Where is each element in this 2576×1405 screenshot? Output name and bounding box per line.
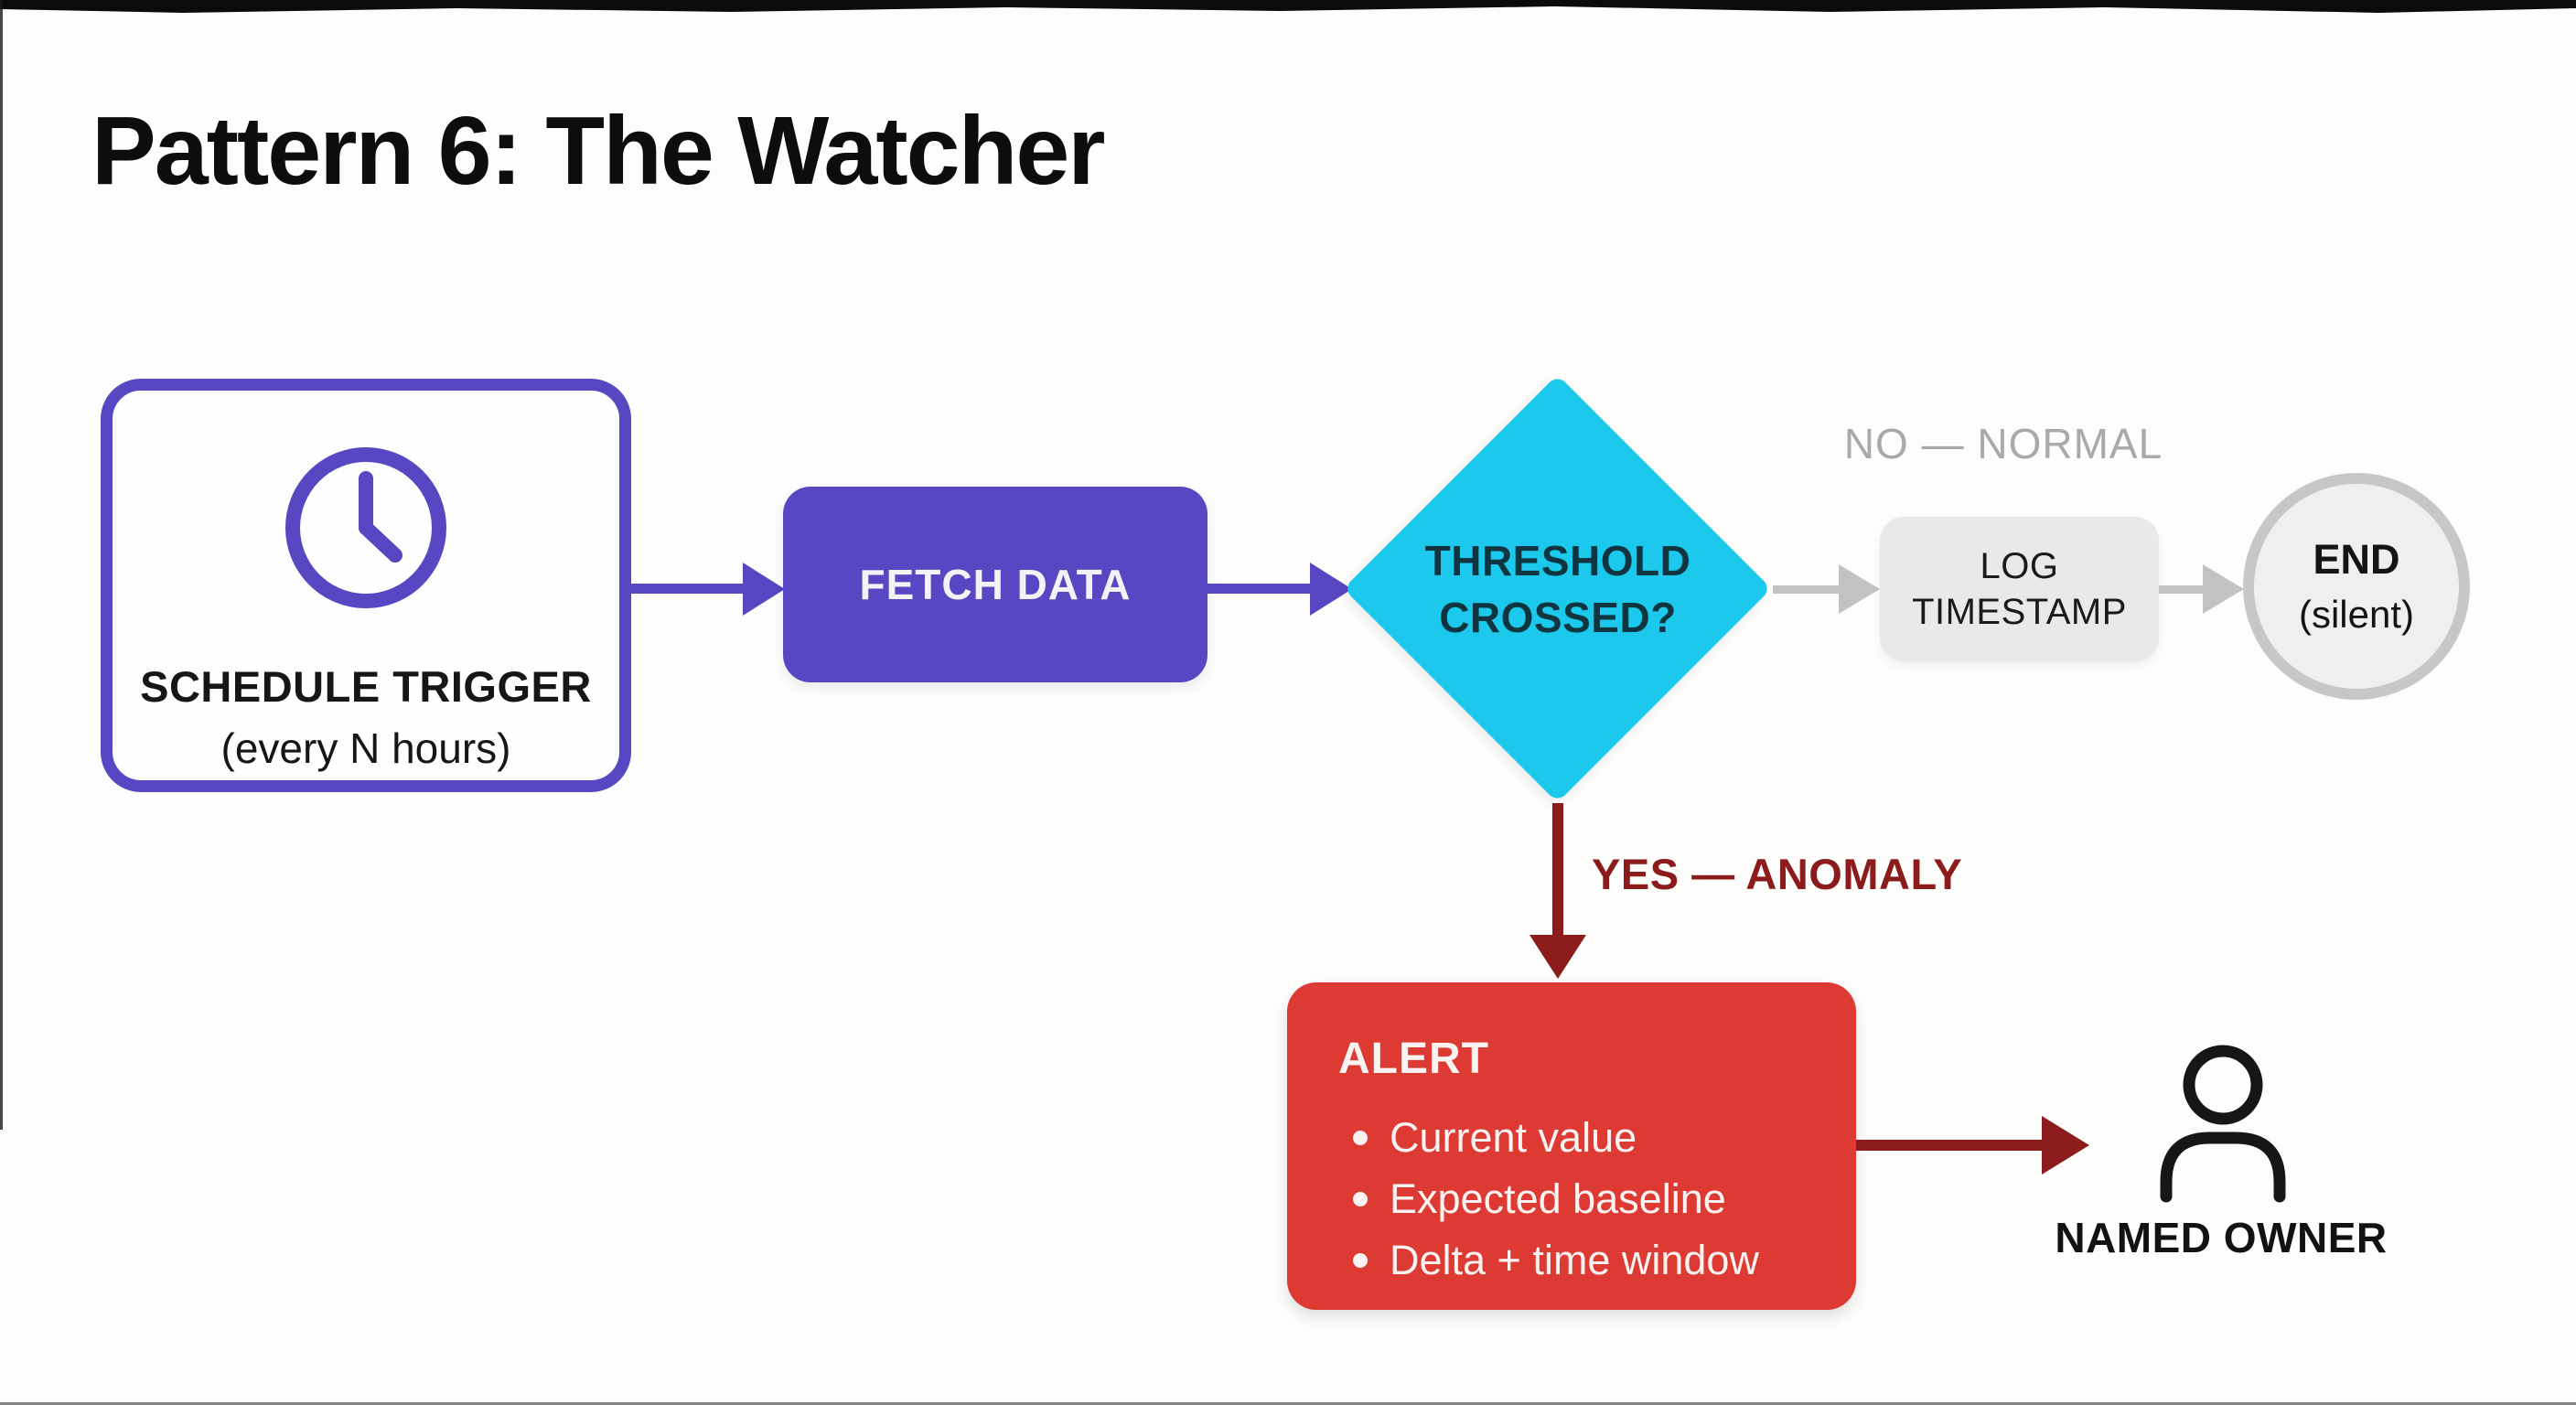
page-title: Pattern 6: The Watcher bbox=[91, 97, 1106, 205]
schedule-label-block: SCHEDULE TRIGGER (every N hours) bbox=[113, 661, 619, 773]
bottom-black-edge bbox=[0, 1402, 2576, 1405]
decision-label-line1: THRESHOLD bbox=[1424, 537, 1691, 585]
arrow-decision-to-alert-head bbox=[1530, 935, 1586, 979]
arrow-decision-to-alert-line bbox=[1552, 803, 1563, 937]
schedule-sublabel: (every N hours) bbox=[220, 724, 511, 772]
arrow-schedule-to-fetch-head bbox=[743, 563, 785, 616]
alert-bullet-item: Expected baseline bbox=[1347, 1168, 1759, 1229]
arrow-log-to-end-head bbox=[2203, 564, 2244, 614]
decision-label-block: THRESHOLD CROSSED? bbox=[1375, 532, 1741, 646]
alert-title: ALERT bbox=[1338, 1035, 1489, 1083]
arrow-decision-to-log-head bbox=[1839, 564, 1880, 614]
person-icon bbox=[2160, 1045, 2286, 1203]
fetch-label: FETCH DATA bbox=[859, 561, 1132, 608]
arrow-fetch-to-decision-head bbox=[1310, 563, 1352, 616]
end-label: END bbox=[2313, 536, 2400, 583]
arrow-log-to-end-line bbox=[2159, 585, 2205, 594]
arrow-alert-to-owner-line bbox=[1856, 1140, 2044, 1151]
left-black-edge bbox=[0, 0, 3, 1130]
clock-icon bbox=[285, 447, 446, 608]
alert-bullet-item: Delta + time window bbox=[1347, 1229, 1759, 1291]
owner-label: NAMED OWNER bbox=[2055, 1214, 2388, 1261]
end-sublabel: (silent) bbox=[2298, 593, 2415, 636]
node-end-silent: END (silent) bbox=[2243, 473, 2470, 700]
yes-branch-label: YES — ANOMALY bbox=[1592, 850, 1963, 898]
top-black-edge bbox=[0, 0, 2576, 13]
alert-bullet-item: Current value bbox=[1347, 1107, 1759, 1168]
arrow-fetch-to-decision-line bbox=[1208, 584, 1312, 594]
node-schedule-trigger: SCHEDULE TRIGGER (every N hours) bbox=[101, 379, 631, 792]
node-alert: ALERT Current value Expected baseline De… bbox=[1287, 982, 1856, 1310]
arrow-schedule-to-fetch-line bbox=[631, 584, 745, 594]
no-branch-label: NO — NORMAL bbox=[1843, 420, 2163, 467]
alert-bullet-list: Current value Expected baseline Delta + … bbox=[1347, 1107, 1759, 1291]
log-label-line2: TIMESTAMP bbox=[1912, 592, 2127, 632]
arrow-decision-to-log-line bbox=[1773, 585, 1841, 594]
log-label-line1: LOG bbox=[1980, 546, 2059, 586]
node-log-timestamp: LOG TIMESTAMP bbox=[1880, 517, 2159, 661]
node-fetch-data: FETCH DATA bbox=[783, 487, 1208, 682]
decision-label-line2: CROSSED? bbox=[1439, 594, 1677, 641]
schedule-label: SCHEDULE TRIGGER bbox=[140, 662, 592, 711]
arrow-alert-to-owner-head bbox=[2042, 1116, 2089, 1174]
